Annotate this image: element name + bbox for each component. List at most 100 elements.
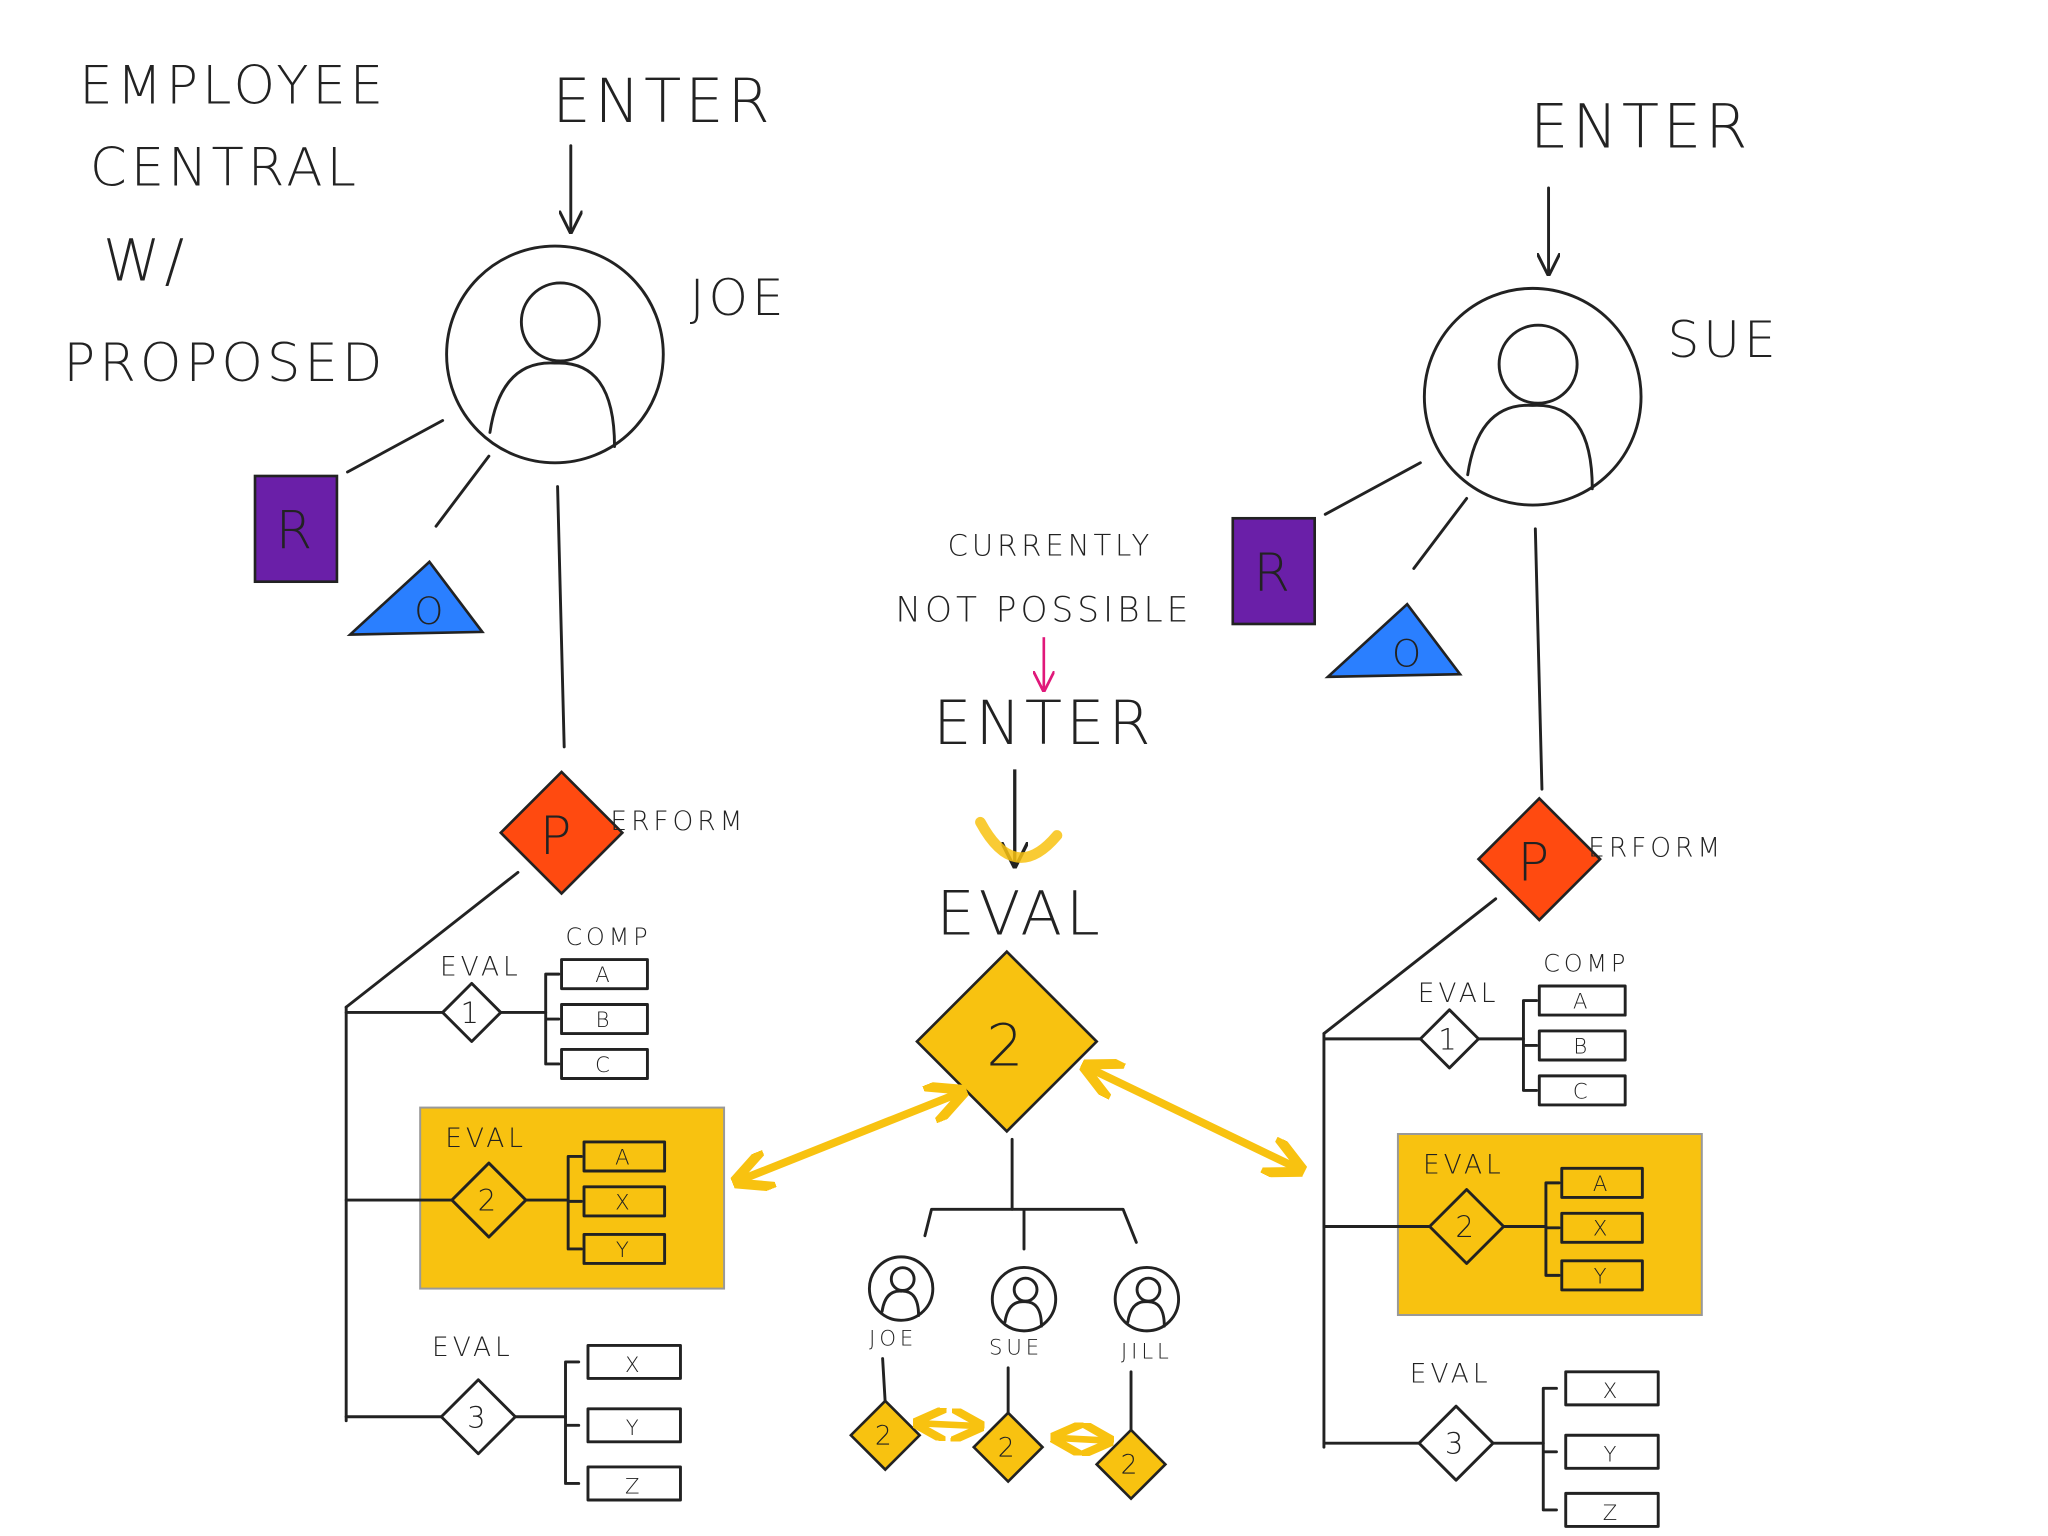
perform-diamond-icon	[498, 770, 625, 896]
enter-label: ENTER	[933, 689, 1154, 759]
comp-bracket	[544, 972, 561, 1066]
eval-diamond-icon	[439, 1378, 517, 1456]
person-avatar-head	[1012, 1276, 1039, 1303]
eval-label: EVAL	[445, 1123, 527, 1154]
title-line: W/	[103, 226, 188, 294]
competency-label: Y	[626, 1415, 643, 1440]
comp-bracket	[1541, 1386, 1558, 1512]
role-square-icon	[1231, 516, 1317, 626]
title-line: PROPOSED	[63, 333, 386, 394]
comp-label: COMP	[1543, 949, 1629, 977]
competency-label: Y	[616, 1237, 633, 1262]
org-letter: O	[1392, 632, 1425, 675]
role-letter: R	[276, 501, 317, 562]
competency-box	[1537, 984, 1627, 1017]
org-triangle-icon	[1324, 602, 1463, 679]
competency-box	[560, 1047, 649, 1080]
person-avatar-circle	[1113, 1265, 1181, 1333]
eval-number: 2	[998, 1432, 1019, 1463]
competency-label: X	[1593, 1216, 1611, 1241]
enter-label: ENTER	[552, 67, 773, 137]
competency-box	[586, 1465, 682, 1502]
perform-diamond-icon	[1476, 796, 1602, 922]
eval-3-group: 3 EVAL X Y Z	[1322, 1358, 1660, 1528]
sync-arrow-left-icon	[740, 1093, 959, 1180]
eval-number: 3	[1445, 1427, 1467, 1461]
person-name: JILL	[1121, 1339, 1173, 1364]
sync-arrow-right-icon	[1089, 1068, 1298, 1168]
person-avatar-circle	[990, 1265, 1058, 1333]
employee-name: SUE	[1667, 310, 1779, 369]
competency-box	[582, 1232, 667, 1265]
eval-3-group: 3 EVAL X Y Z	[344, 1332, 682, 1502]
eval-label: EVAL	[440, 951, 522, 982]
eval-label: EVAL	[1418, 978, 1500, 1009]
competency-label: A	[1573, 988, 1591, 1013]
role-square-icon	[253, 474, 339, 584]
perform-connector	[556, 485, 566, 749]
employee-name: JOE	[690, 268, 788, 327]
comp-bracket	[564, 1360, 581, 1485]
eval-diamond-icon	[450, 1161, 528, 1239]
competency-box	[1560, 1166, 1644, 1199]
competency-label: X	[1603, 1378, 1621, 1403]
eval-number: 3	[467, 1400, 489, 1434]
competency-label: Z	[1603, 1500, 1621, 1525]
org-connector	[434, 454, 491, 528]
competency-label: Y	[1604, 1442, 1621, 1467]
eval-title: EVAL	[936, 879, 1103, 949]
eval-label: EVAL	[1423, 1150, 1505, 1181]
eval-diamond-icon	[971, 1410, 1045, 1484]
competency-label: A	[615, 1144, 633, 1169]
role-connector	[346, 419, 445, 474]
eval-number: 1	[1438, 1022, 1460, 1056]
competency-box	[582, 1140, 667, 1173]
perform-letter: P	[1517, 832, 1553, 893]
competency-label: C	[595, 1052, 614, 1077]
perform-label: ERFORM	[1588, 833, 1724, 864]
employee-avatar-circle	[445, 244, 665, 465]
competency-box	[1560, 1259, 1644, 1292]
employee-header: ENTER SUE R O	[1231, 92, 1779, 791]
competency-box	[1564, 1433, 1660, 1470]
competency-box	[1564, 1491, 1660, 1528]
competency-box	[1537, 1074, 1627, 1107]
competency-label: X	[615, 1189, 633, 1214]
sync-arrow-icon	[920, 1423, 978, 1426]
competency-box	[1560, 1211, 1644, 1244]
eval-diamond-icon	[1428, 1188, 1506, 1265]
enter-label: ENTER	[1530, 92, 1751, 162]
competency-box	[560, 958, 649, 991]
eval-label: EVAL	[432, 1332, 514, 1363]
competency-label: A	[1593, 1171, 1611, 1196]
competency-label: X	[625, 1352, 643, 1377]
eval-label: EVAL	[1410, 1358, 1492, 1389]
competency-label: Y	[1594, 1263, 1611, 1288]
competency-label: B	[1573, 1033, 1591, 1058]
eval-number: 2	[986, 1011, 1027, 1079]
employee-avatar-body	[488, 361, 616, 448]
role-letter: R	[1253, 543, 1294, 604]
competency-label: Z	[625, 1473, 643, 1498]
eval-number: 1	[460, 996, 482, 1030]
person-avatar-circle	[867, 1255, 935, 1322]
tree-connector	[344, 870, 520, 1009]
sync-arrow-icon	[1057, 1438, 1107, 1441]
employee-avatar-head	[519, 281, 601, 363]
competency-box	[560, 1003, 649, 1036]
person-name: SUE	[989, 1335, 1043, 1360]
title-line: EMPLOYEE	[79, 55, 387, 116]
person-avatar-head	[889, 1266, 916, 1292]
tree-connector	[1322, 897, 1498, 1036]
person-sue: SUE 2	[971, 1265, 1058, 1484]
